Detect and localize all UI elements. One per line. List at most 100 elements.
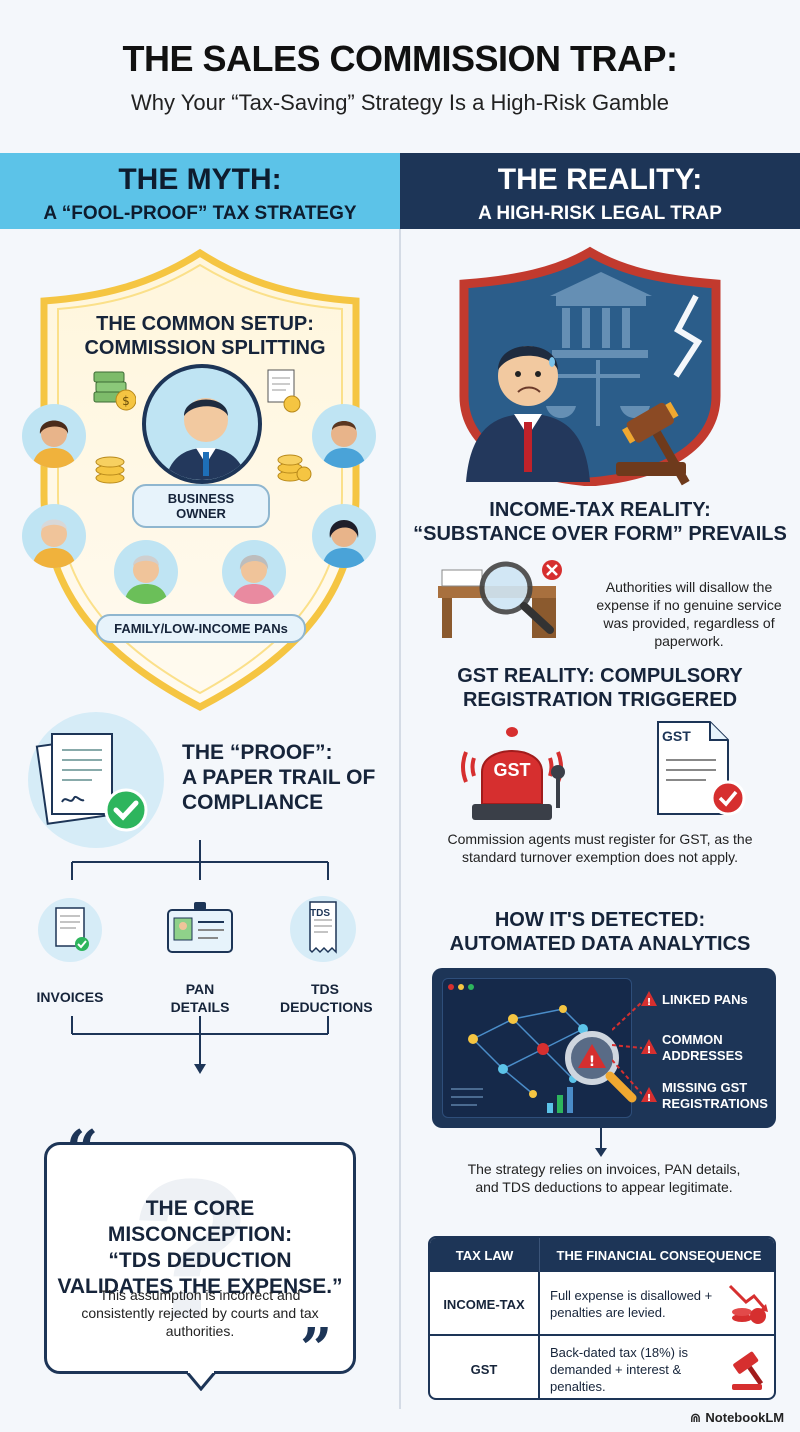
- coins-dollar-icon: [277, 454, 312, 482]
- close-quote-icon: ”: [300, 1316, 333, 1382]
- table-cell-law: GST: [430, 1336, 540, 1398]
- brand-label: ⋒ NotebookLM: [690, 1410, 784, 1426]
- pan-card-icon: [164, 898, 236, 962]
- analytics-screen: [442, 978, 632, 1118]
- invoices-label-text: INVOICES: [36, 989, 104, 1005]
- cash-stack-icon: $: [93, 371, 136, 411]
- tds-deductions-label: TDS DEDUCTIONS: [280, 980, 373, 1016]
- pan-details-label: PAN DETAILS: [160, 980, 240, 1016]
- cracked-shield-legal-icon: [459, 246, 721, 486]
- table-header-consequence: THE FINANCIAL CONSEQUENCE: [540, 1238, 774, 1272]
- table-cell-law: INCOME-TAX: [430, 1272, 540, 1336]
- family-member-avatar: [114, 540, 178, 604]
- alert-common-addresses-line1: COMMON: [662, 1032, 723, 1047]
- pan-details-label-line2: DETAILS: [170, 999, 230, 1015]
- income-tax-title-line2: “SUBSTANCE OVER FORM” PREVAILS: [413, 523, 787, 545]
- setup-title: THE COMMON SETUP: COMMISSION SPLITTING: [60, 312, 350, 360]
- alert-common-addresses-line2: ADDRESSES: [662, 1048, 743, 1063]
- page-title: THE SALES COMMISSION TRAP:: [122, 38, 678, 79]
- alert-missing-gst-line2: REGISTRATIONS: [662, 1096, 768, 1111]
- misconception-title-line2: “TDS DEDUCTION: [108, 1249, 292, 1272]
- table-cell-consequence: Back-dated tax (18%) is demanded + inter…: [550, 1344, 689, 1394]
- detection-title-line1: HOW IT'S DETECTED:: [494, 909, 706, 931]
- question-mark-icon: ?: [130, 1138, 253, 1361]
- proof-title-line3: COMPLIANCE: [182, 791, 324, 814]
- table-row: INCOME-TAX Full expense is disallowed + …: [430, 1272, 774, 1336]
- proof-icon-circle: [28, 712, 164, 848]
- pan-details-label-line1: PAN: [185, 981, 215, 997]
- misconception-body: This assumption is incorrect and consist…: [81, 1287, 319, 1339]
- gst-title-line1: GST REALITY: COMPULSORY: [457, 665, 743, 687]
- myth-title: THE MYTH:: [118, 163, 282, 196]
- detection-body: The strategy relies on invoices, PAN det…: [467, 1161, 741, 1195]
- gst-document-icon: [657, 721, 746, 816]
- alert-linked-pans-line1: LINKED PANs: [662, 992, 748, 1007]
- proof-title-line1: THE “PROOF”:: [182, 741, 333, 764]
- misconception-title: THE CORE MISCONCEPTION: “TDS DEDUCTION V…: [54, 1196, 346, 1300]
- myth-subtitle: A “FOOL-PROOF” TAX STRATEGY: [43, 203, 357, 224]
- down-arrow-icon: [595, 1128, 607, 1157]
- svg-text:!: !: [647, 1093, 652, 1104]
- speech-tail-icon: [186, 1371, 216, 1391]
- family-member-avatar: [22, 504, 86, 568]
- income-tax-title-line1: INCOME-TAX REALITY:: [489, 499, 711, 521]
- family-member-avatar: [312, 504, 376, 568]
- setup-title-line2: COMMISSION SPLITTING: [84, 337, 326, 359]
- business-owner-label: BUSINESS OWNER: [132, 484, 270, 528]
- myth-header: THE MYTH: A “FOOL-PROOF” TAX STRATEGY: [0, 153, 400, 229]
- income-tax-body: Authorities will disallow the expense if…: [596, 579, 782, 649]
- gst-doc-label: GST: [662, 728, 691, 744]
- gst-body: Commission agents must register for GST,…: [447, 831, 753, 865]
- consequence-table: TAX LAW THE FINANCIAL CONSEQUENCE INCOME…: [428, 1236, 776, 1400]
- warning-icon: !: [641, 991, 657, 1008]
- gst-siren-label: GST: [493, 760, 531, 780]
- tds-deductions-label-line2: DEDUCTIONS: [280, 999, 373, 1015]
- documents-check-icon: [35, 733, 148, 832]
- alert-connector-lines: [612, 1001, 642, 1095]
- gst-title: GST REALITY: COMPULSORY REGISTRATION TRI…: [400, 664, 800, 712]
- gavel-icon: [732, 1351, 764, 1390]
- proof-title: THE “PROOF”: A PAPER TRAIL OF COMPLIANCE: [182, 740, 382, 815]
- brand-text: NotebookLM: [705, 1410, 785, 1425]
- gst-siren-icon: [461, 727, 565, 820]
- svg-text:!: !: [647, 997, 652, 1008]
- open-quote-icon: “: [66, 1118, 99, 1184]
- misconception-title-line3: VALIDATES THE EXPENSE.”: [57, 1275, 343, 1298]
- proof-connector-lines: [71, 840, 329, 1074]
- svg-text:$: $: [122, 394, 130, 408]
- setup-title-line1: THE COMMON SETUP:: [96, 313, 314, 335]
- reality-subtitle: A HIGH-RISK LEGAL TRAP: [478, 203, 722, 224]
- column-divider: [399, 229, 401, 1409]
- desk-magnifier-icon: [438, 560, 562, 638]
- page-subtitle: Why Your “Tax-Saving” Strategy Is a High…: [131, 90, 669, 115]
- svg-text:!: !: [589, 1054, 595, 1070]
- tds-deductions-label-line1: TDS: [311, 981, 339, 997]
- table-row: GST Back-dated tax (18%) is demanded + i…: [430, 1336, 774, 1398]
- invoices-label: INVOICES: [30, 988, 110, 1006]
- network-graph-icon: [448, 984, 588, 1113]
- invoice-icon: [38, 898, 102, 962]
- family-member-avatar: [222, 540, 286, 604]
- table-header-tax-law: TAX LAW: [430, 1238, 540, 1272]
- income-tax-title: INCOME-TAX REALITY: “SUBSTANCE OVER FORM…: [400, 498, 800, 546]
- alert-common-addresses: COMMON ADDRESSES: [662, 1032, 743, 1064]
- family-member-avatar: [312, 404, 376, 468]
- reality-header: THE REALITY: A HIGH-RISK LEGAL TRAP: [400, 153, 800, 229]
- misconception-card: [44, 1142, 356, 1374]
- alert-missing-gst-line1: MISSING GST: [662, 1080, 748, 1095]
- coins-icon: [95, 456, 125, 484]
- proof-title-line2: A PAPER TRAIL OF: [182, 766, 376, 789]
- alert-linked-pans: LINKED PANs: [662, 992, 748, 1008]
- svg-text:!: !: [647, 1045, 652, 1056]
- detection-title: HOW IT'S DETECTED: AUTOMATED DATA ANALYT…: [400, 908, 800, 956]
- detection-title-line2: AUTOMATED DATA ANALYTICS: [449, 933, 751, 955]
- reality-title: THE REALITY:: [497, 163, 703, 196]
- family-member-avatar: [22, 404, 86, 468]
- family-pans-label: FAMILY/LOW-INCOME PANs: [96, 614, 306, 643]
- invoice-doc-icon: [267, 369, 301, 413]
- gst-title-line2: REGISTRATION TRIGGERED: [462, 689, 738, 711]
- alert-missing-gst: MISSING GST REGISTRATIONS: [662, 1080, 768, 1112]
- warning-icon: !: [641, 1039, 657, 1056]
- magnifier-alert-icon: !: [565, 1031, 637, 1103]
- money-loss-icon: [728, 1284, 768, 1324]
